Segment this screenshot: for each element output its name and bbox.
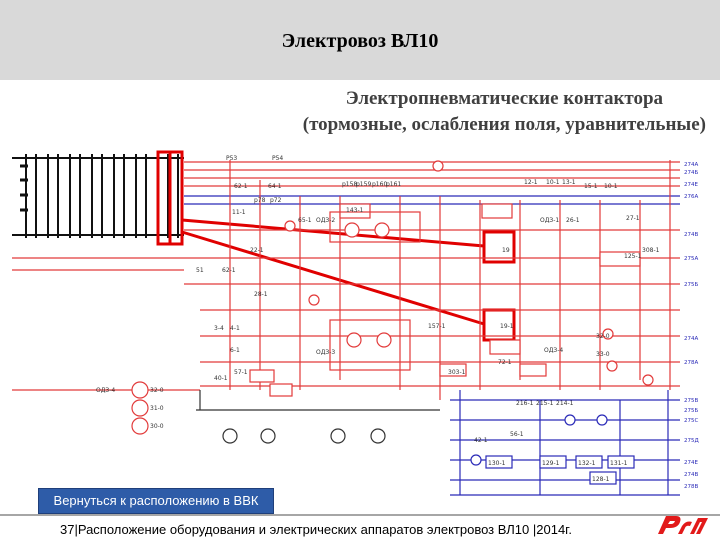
svg-text:131-1: 131-1: [610, 460, 628, 467]
svg-text:13-1: 13-1: [562, 179, 576, 186]
svg-text:32-0: 32-0: [150, 387, 164, 394]
svg-text:22-1: 22-1: [250, 247, 264, 254]
svg-text:65-1: 65-1: [298, 217, 312, 224]
svg-text:ОДЗ-4: ОДЗ-4: [544, 347, 563, 354]
svg-text:216-1: 216-1: [516, 400, 534, 407]
component-boxes: [249, 203, 641, 397]
svg-text:274Е: 274Е: [684, 460, 698, 466]
svg-text:275С: 275С: [684, 418, 698, 424]
right-margin-labels: 274А 274Б 274Е 276А 274В 275А 275Б 274А 278А 27…: [684, 162, 699, 490]
footer-bar: 37|Расположение оборудования и электриче…: [0, 514, 720, 542]
svg-text:40-1: 40-1: [214, 375, 228, 382]
svg-text:10-1: 10-1: [604, 183, 618, 190]
svg-text:214-1: 214-1: [556, 400, 574, 407]
svg-text:274Е: 274Е: [684, 182, 698, 188]
svg-text:278В: 278В: [684, 484, 698, 490]
svg-text:4-1: 4-1: [230, 325, 240, 332]
svg-text:28-1: 28-1: [254, 291, 268, 298]
svg-text:72-1: 72-1: [498, 359, 512, 366]
svg-text:274В: 274В: [684, 232, 698, 238]
svg-text:129-1: 129-1: [542, 460, 560, 467]
svg-text:275Д: 275Д: [684, 438, 699, 444]
svg-text:р158: р158: [342, 181, 357, 188]
svg-text:275А: 275А: [684, 256, 698, 262]
coil-symbols: [131, 160, 654, 435]
equipment-rack: [12, 154, 184, 238]
svg-text:128-1: 128-1: [592, 476, 610, 483]
svg-text:15-1: 15-1: [584, 183, 598, 190]
svg-text:ОДЗ-4: ОДЗ-4: [96, 387, 115, 394]
svg-text:12-1: 12-1: [524, 179, 538, 186]
svg-text:р161: р161: [386, 181, 401, 188]
svg-text:ОДЗ-1: ОДЗ-1: [540, 217, 559, 224]
highlight-box-right: [168, 150, 184, 246]
svg-text:275Б: 275Б: [684, 408, 698, 414]
svg-text:Р54: Р54: [272, 155, 283, 162]
svg-text:56-1: 56-1: [510, 431, 524, 438]
svg-text:125-1: 125-1: [624, 253, 642, 260]
highlight-contactor-19: [482, 230, 516, 264]
svg-text:ОДЗ-2: ОДЗ-2: [316, 217, 335, 224]
svg-text:11-1: 11-1: [232, 209, 246, 216]
svg-text:275Б: 275Б: [684, 282, 698, 288]
svg-text:130-1: 130-1: [488, 460, 506, 467]
svg-text:33-0: 33-0: [596, 351, 610, 358]
svg-text:274В: 274В: [684, 472, 698, 478]
svg-text:143-1: 143-1: [346, 207, 364, 214]
subtitle-line-1: Электропневматические контактора: [345, 88, 664, 109]
svg-text:р72: р72: [270, 197, 282, 204]
svg-text:57-1: 57-1: [234, 369, 248, 376]
svg-text:62-1: 62-1: [222, 267, 236, 274]
header-bar: Электровоз ВЛ10: [0, 0, 720, 80]
footer-text: 37|Расположение оборудования и электриче…: [60, 522, 572, 537]
svg-text:42-1: 42-1: [474, 437, 488, 444]
svg-text:274А: 274А: [684, 336, 698, 342]
svg-text:303-1: 303-1: [448, 369, 466, 376]
svg-text:157-1: 157-1: [428, 323, 446, 330]
svg-text:62-1: 62-1: [234, 183, 248, 190]
svg-text:27-1: 27-1: [626, 215, 640, 222]
svg-text:3-4: 3-4: [214, 325, 224, 332]
svg-text:276А: 276А: [684, 194, 698, 200]
svg-text:ОДЗ-3: ОДЗ-3: [316, 349, 335, 356]
page-title: Электровоз ВЛ10: [281, 30, 439, 52]
svg-text:р160: р160: [372, 181, 387, 188]
ground-bulbs: [222, 428, 386, 444]
back-to-ovk-button[interactable]: Вернуться к расположению в ВВК: [38, 488, 274, 514]
pointer-line-bottom: [181, 230, 485, 326]
svg-text:32-0: 32-0: [596, 333, 610, 340]
svg-text:308-1: 308-1: [642, 247, 660, 254]
svg-text:6-1: 6-1: [230, 347, 240, 354]
svg-text:30-0: 30-0: [150, 423, 164, 430]
page-subtitle: Электропневматические контактора (тормоз…: [303, 86, 706, 138]
svg-text:64-1: 64-1: [268, 183, 282, 190]
svg-text:278А: 278А: [684, 360, 698, 366]
svg-text:26-1: 26-1: [566, 217, 580, 224]
svg-text:р78: р78: [254, 197, 266, 204]
svg-text:31-0: 31-0: [150, 405, 164, 412]
svg-text:10-1: 10-1: [546, 179, 560, 186]
svg-text:274А: 274А: [684, 162, 698, 168]
svg-text:275В: 275В: [684, 398, 698, 404]
svg-text:Р53: Р53: [226, 155, 237, 162]
svg-text:215-1: 215-1: [536, 400, 554, 407]
blue-coils: [470, 414, 608, 466]
svg-text:274Б: 274Б: [684, 170, 698, 176]
svg-text:51: 51: [196, 267, 204, 274]
pointer-line-top: [181, 218, 485, 248]
subtitle-line-2: (тормозные, ослабления поля, уравнительн…: [302, 114, 706, 135]
component-boxes-blue: [485, 455, 635, 485]
svg-text:р159: р159: [356, 181, 371, 188]
wiring: [12, 160, 680, 496]
rzd-logo: [658, 516, 708, 534]
svg-text:19: 19: [502, 247, 510, 254]
svg-text:132-1: 132-1: [578, 460, 596, 467]
svg-text:19-1: 19-1: [500, 323, 514, 330]
